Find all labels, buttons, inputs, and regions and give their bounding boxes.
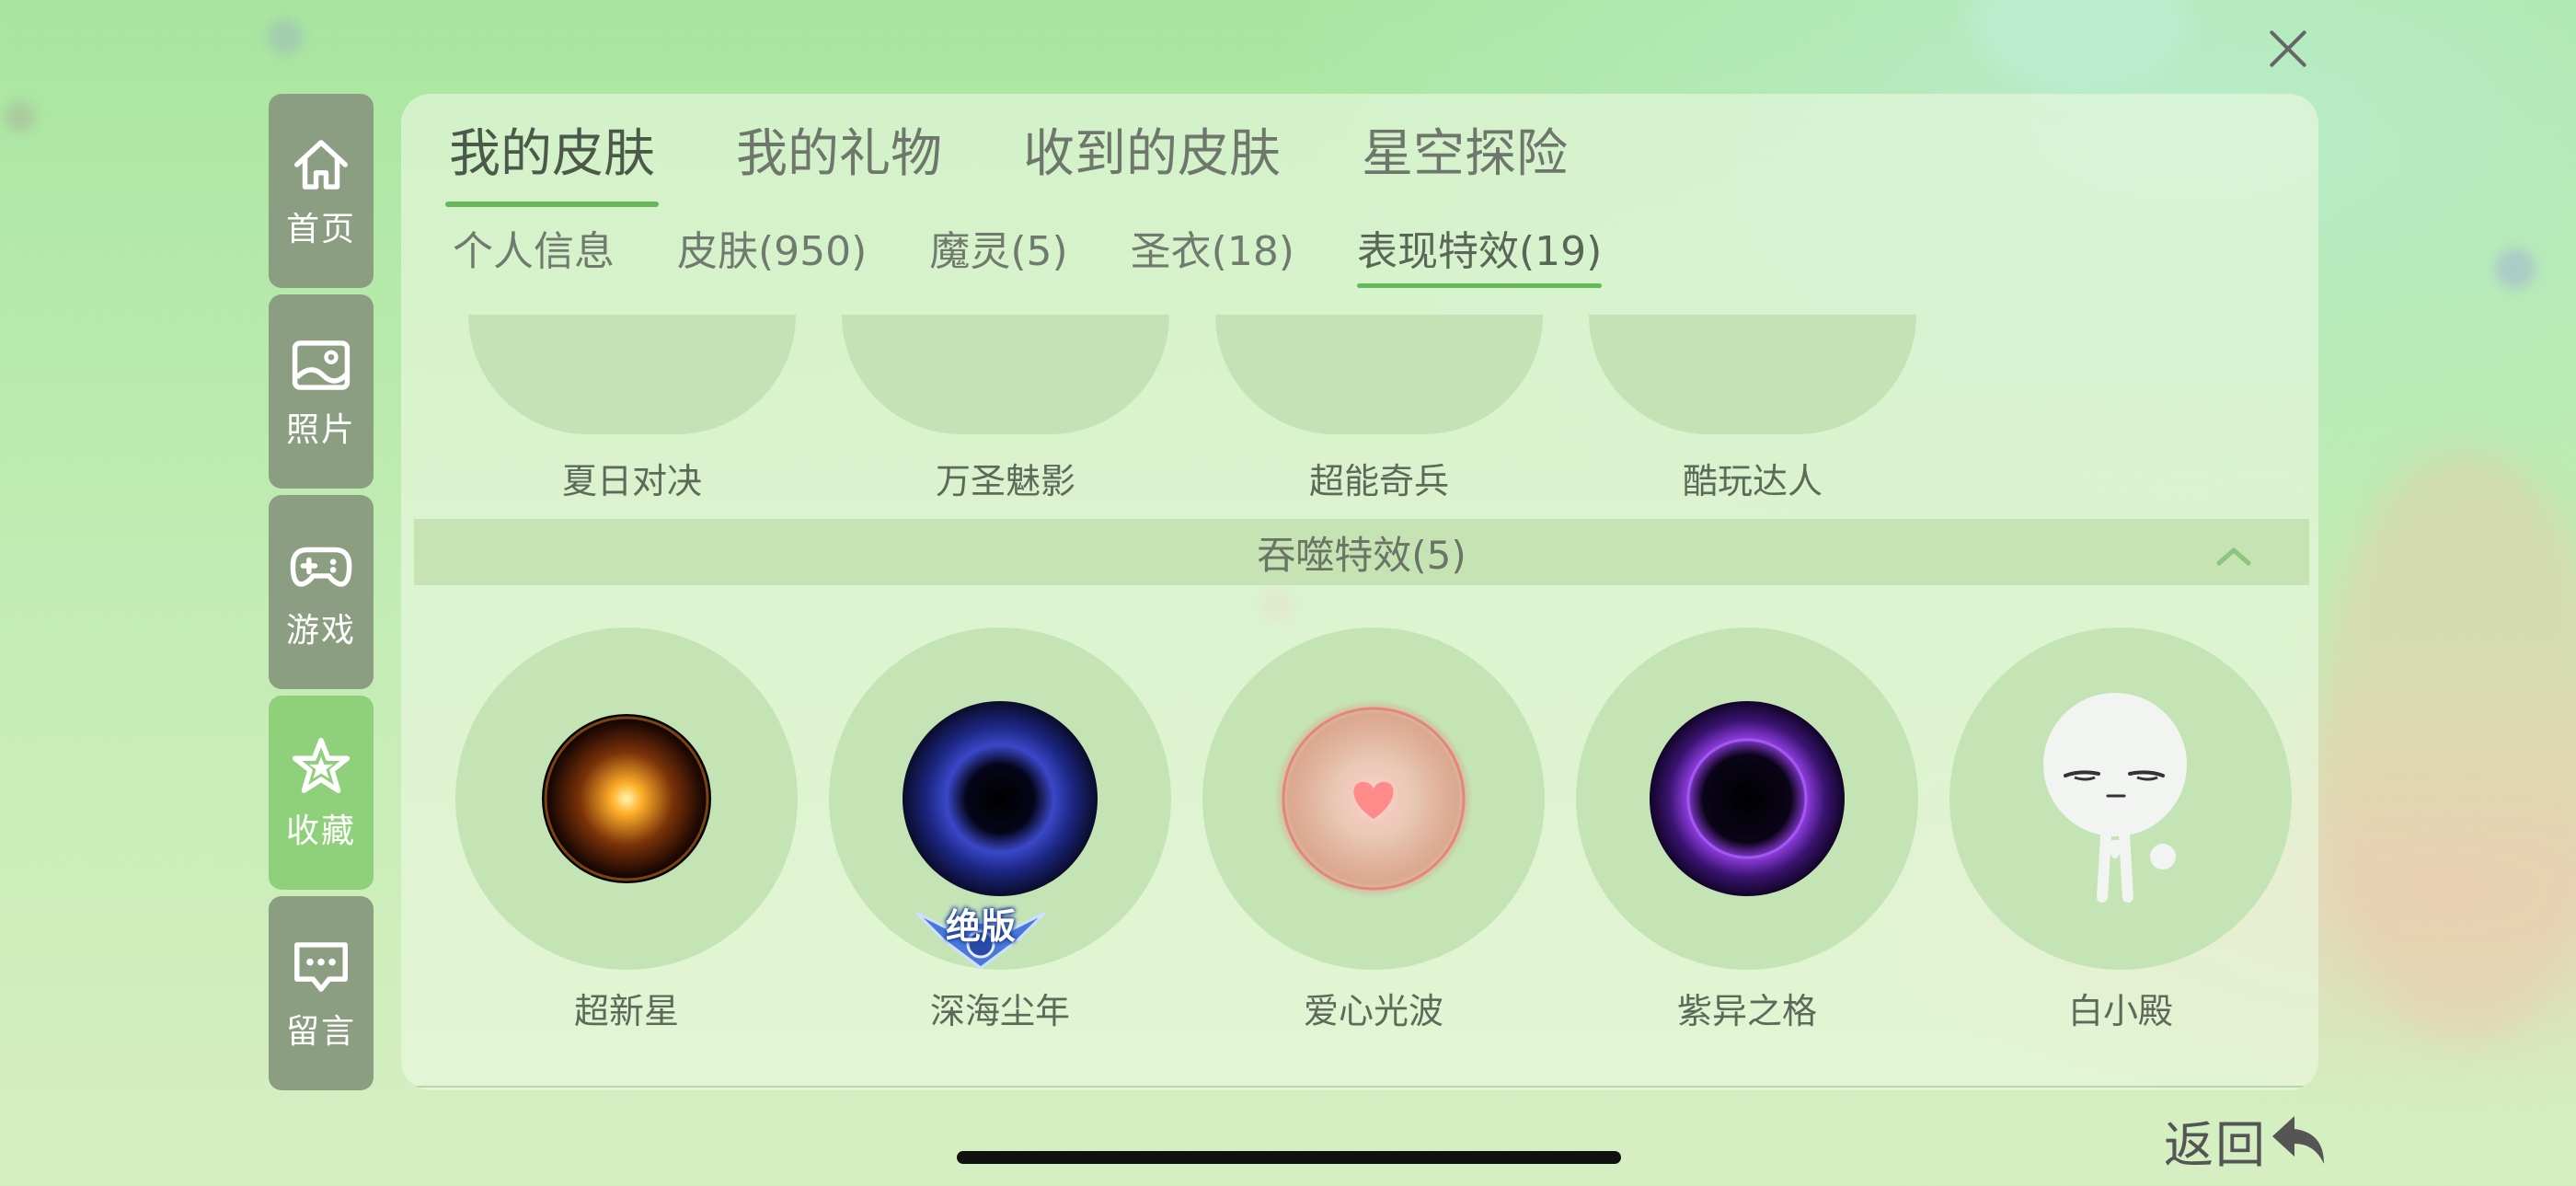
effect-name: 白小殿 [2067, 991, 2173, 1031]
effect-item-supernova[interactable]: 超新星 [440, 628, 813, 1033]
subtab-profile[interactable]: 个人信息 [453, 228, 615, 275]
effect-thumbnail [1215, 315, 1543, 434]
effect-item-purple-grid[interactable]: 紫异之格 [1560, 628, 1934, 1033]
effect-item-deep-sea[interactable]: 绝版 深海尘年 [813, 628, 1187, 1033]
main-panel: 我的皮肤 我的礼物 收到的皮肤 星空探险 个人信息 皮肤(950) 魔灵(5) … [401, 94, 2318, 1090]
effect-name: 超能奇兵 [1308, 461, 1449, 501]
sidebar-item-message[interactable]: 留言 [269, 896, 374, 1090]
effect-thumbnail [468, 315, 796, 434]
sidebar-item-home[interactable]: 首页 [269, 94, 374, 288]
effect-item-white-figure[interactable]: 白小殿 [1934, 628, 2307, 1033]
out-of-print-badge: 绝版 [907, 894, 1054, 973]
effect-item-love-wave[interactable]: 爱心光波 [1187, 628, 1560, 1033]
sidebar-item-label: 收藏 [285, 812, 356, 850]
photo-icon [292, 340, 351, 390]
close-button[interactable] [2256, 17, 2320, 81]
effect-item[interactable]: 酷玩达人 [1566, 315, 1939, 503]
list-divider [410, 1086, 2309, 1088]
bokeh [5, 101, 36, 132]
effect-name: 夏日对决 [561, 461, 702, 501]
effect-thumbnail [1589, 315, 1916, 434]
effect-bubble [455, 628, 798, 970]
sidebar-item-label: 游戏 [285, 611, 356, 650]
sidebar-item-label: 留言 [285, 1012, 356, 1051]
bokeh [2495, 248, 2536, 289]
sidebar-item-photo[interactable]: 照片 [269, 294, 374, 489]
subtab-armor[interactable]: 圣衣(18) [1130, 228, 1294, 275]
sidebar-item-label: 首页 [285, 210, 356, 248]
effect-name: 紫异之格 [1676, 991, 1817, 1031]
subtab-skins[interactable]: 皮肤(950) [677, 228, 868, 275]
section-header-devour-effects[interactable]: 吞噬特效(5) [414, 519, 2309, 585]
love-wave-effect-image [1274, 699, 1473, 898]
back-label: 返回 [2164, 1116, 2267, 1174]
return-arrow-icon [2272, 1115, 2324, 1164]
effect-name: 万圣魅影 [935, 461, 1075, 501]
white-figure-effect-image [2043, 693, 2187, 903]
purple-grid-effect-image [1650, 701, 1845, 896]
tab-received-skins[interactable]: 收到的皮肤 [1023, 124, 1281, 184]
effect-name: 超新星 [573, 991, 679, 1031]
deep-sea-effect-image [903, 701, 1098, 896]
effect-thumbnail [842, 315, 1169, 434]
effect-item[interactable]: 万圣魅影 [819, 315, 1192, 503]
message-icon [294, 941, 348, 992]
bokeh [267, 18, 304, 55]
badge-emblem-icon [914, 911, 1047, 970]
effect-name: 爱心光波 [1303, 991, 1443, 1031]
effects-scroll-area[interactable]: 夏日对决 万圣魅影 超能奇兵 酷玩达人 吞噬特效(5) [401, 315, 2318, 1088]
home-icon [294, 139, 348, 190]
subtab-spirits[interactable]: 魔灵(5) [929, 228, 1068, 275]
section-title: 吞噬特效(5) [1257, 532, 1466, 578]
top-tabs: 我的皮肤 我的礼物 收到的皮肤 星空探险 [445, 112, 1649, 207]
effect-item[interactable]: 超能奇兵 [1192, 315, 1566, 503]
star-icon [292, 737, 351, 793]
effect-name: 深海尘年 [929, 991, 1070, 1031]
sidebar: 首页 照片 游戏 收藏 留言 [269, 94, 375, 1097]
home-indicator[interactable] [957, 1151, 1621, 1164]
sidebar-item-favorites[interactable]: 收藏 [269, 696, 374, 890]
back-button[interactable]: 返回 [2164, 1104, 2331, 1177]
tab-star-adventure[interactable]: 星空探险 [1362, 124, 1568, 184]
gamepad-icon [290, 547, 352, 587]
sidebar-item-label: 照片 [285, 410, 356, 449]
chevron-up-icon[interactable] [2215, 537, 2252, 574]
supernova-effect-image [542, 714, 711, 883]
effect-bubble [829, 628, 1171, 970]
sub-tabs: 个人信息 皮肤(950) 魔灵(5) 圣衣(18) 表现特效(19) [453, 218, 1664, 288]
tab-my-skins[interactable]: 我的皮肤 [445, 112, 659, 207]
bokeh [2318, 451, 2576, 1040]
effect-bubble [1576, 628, 1918, 970]
badge-label: 绝版 [945, 906, 1016, 947]
sidebar-item-game[interactable]: 游戏 [269, 495, 374, 689]
effect-name: 酷玩达人 [1682, 461, 1823, 501]
effect-bubble [1949, 628, 2292, 970]
subtab-effects[interactable]: 表现特效(19) [1356, 218, 1603, 288]
effect-item[interactable]: 夏日对决 [445, 315, 819, 503]
effect-bubble [1202, 628, 1545, 970]
effect-row-partial: 夏日对决 万圣魅影 超能奇兵 酷玩达人 [445, 315, 1939, 503]
tab-my-gifts[interactable]: 我的礼物 [736, 124, 942, 184]
effect-row-clip: 超新星 [401, 315, 2318, 1086]
effect-row: 超新星 [440, 628, 2307, 1033]
bokeh [1969, 0, 2190, 92]
